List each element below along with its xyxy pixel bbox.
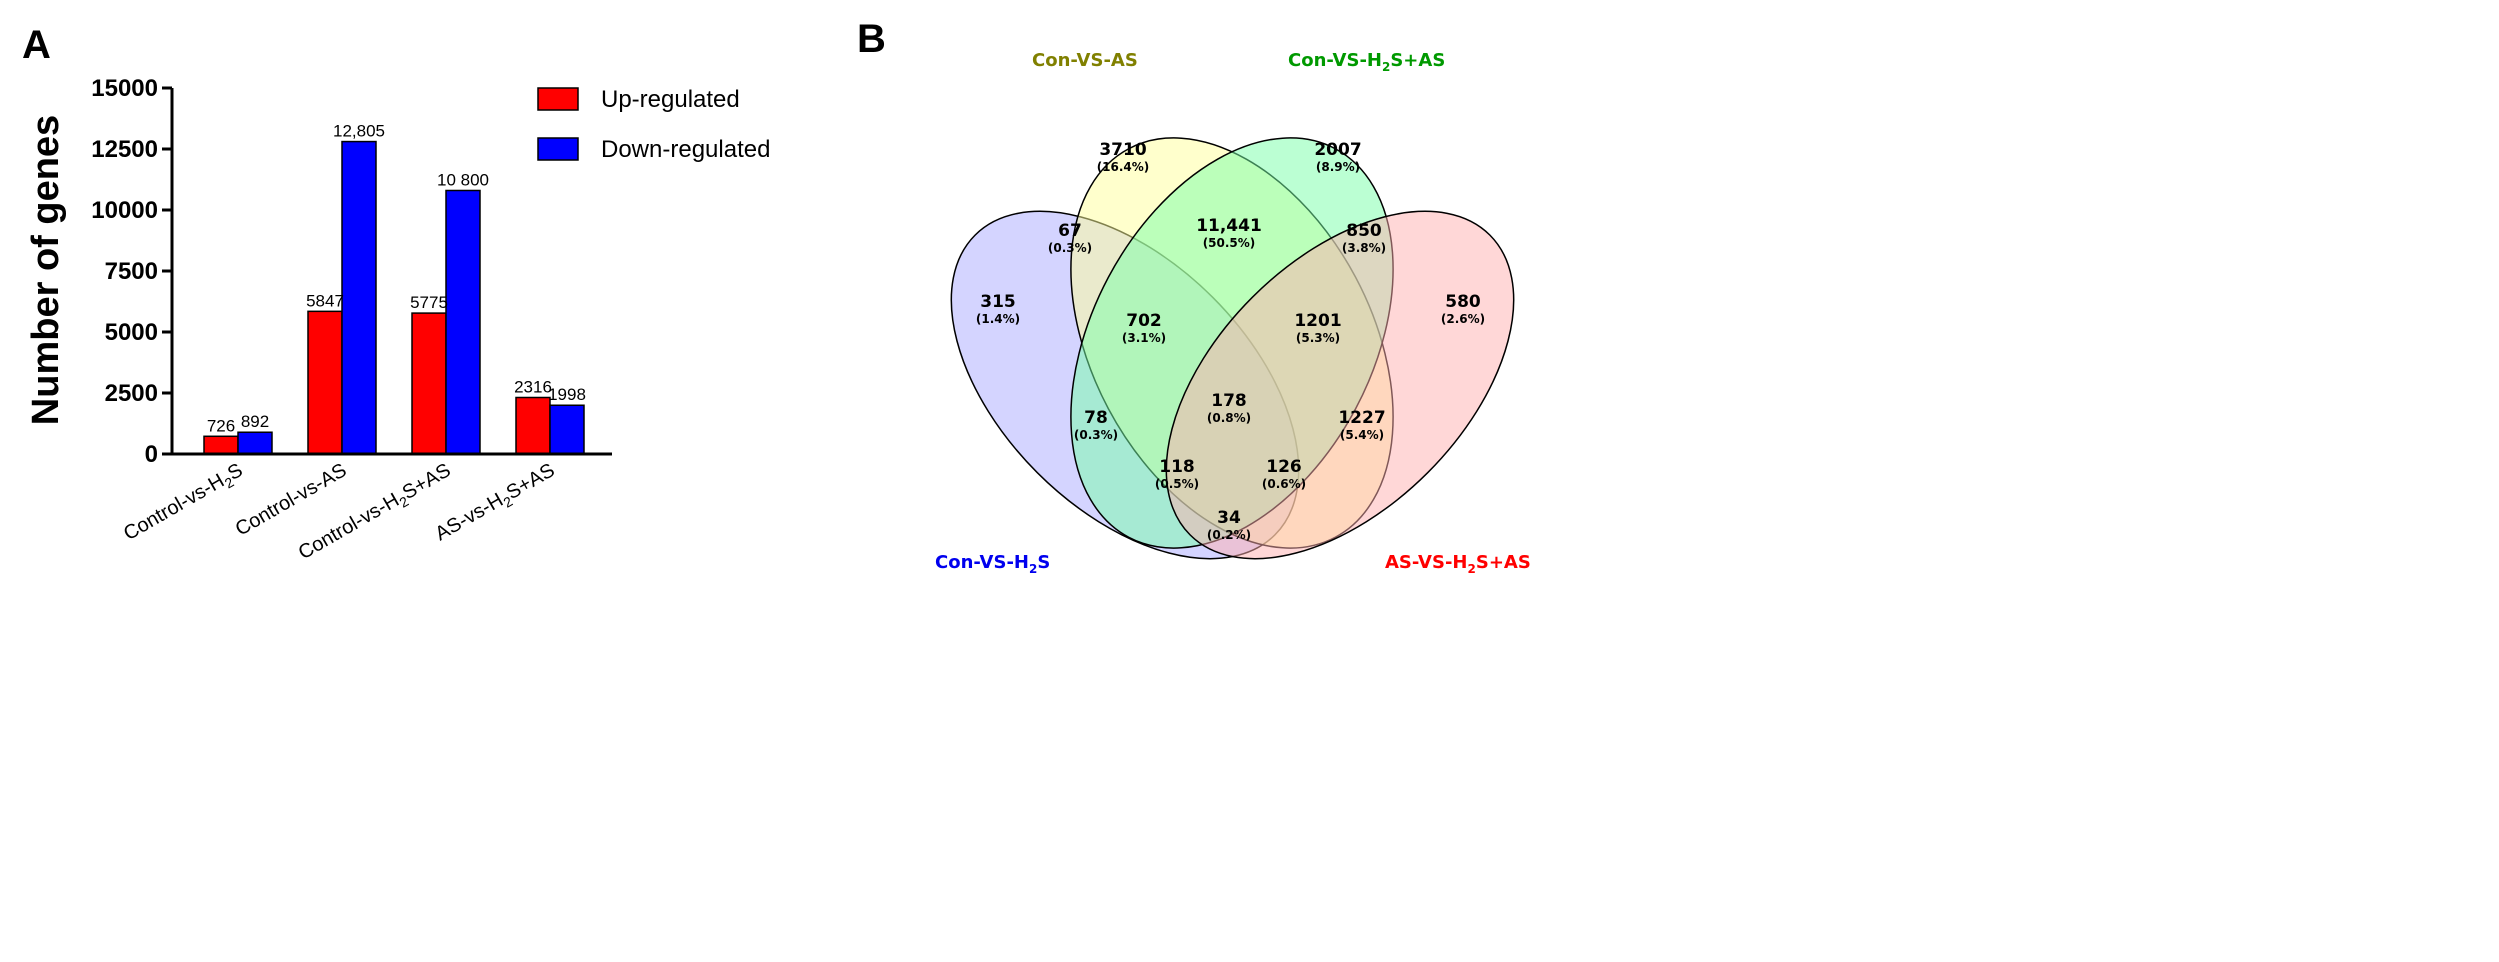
venn-region-count: 67 bbox=[1058, 221, 1082, 241]
bar-down bbox=[341, 140, 377, 455]
venn-region-percent: (8.9%) bbox=[1316, 160, 1360, 174]
y-tick-label: 2500 bbox=[105, 380, 158, 407]
venn-region-percent: (0.3%) bbox=[1074, 428, 1118, 442]
bar-up bbox=[203, 435, 239, 455]
bar-down bbox=[237, 431, 273, 455]
bar-value-label: 12,805 bbox=[333, 122, 385, 141]
venn-region-percent: (5.4%) bbox=[1340, 428, 1384, 442]
venn-region-count: 126 bbox=[1266, 457, 1302, 477]
venn-region-percent: (0.6%) bbox=[1262, 477, 1306, 491]
venn-region: 118(0.5%) bbox=[1155, 457, 1199, 491]
bar-down bbox=[445, 189, 481, 455]
venn-region-count: 34 bbox=[1217, 508, 1241, 528]
venn-region: 11,441(50.5%) bbox=[1196, 216, 1262, 250]
bar-value-label: 726 bbox=[207, 416, 235, 435]
venn-region-count: 11,441 bbox=[1196, 216, 1262, 236]
legend-swatch-down bbox=[537, 137, 579, 161]
venn-region-percent: (2.6%) bbox=[1441, 312, 1485, 326]
venn-region-count: 178 bbox=[1211, 391, 1247, 411]
panel-a-letter: A bbox=[22, 23, 51, 67]
venn-set-label-1: Con-VS-H2S bbox=[935, 552, 1050, 576]
venn-region-labels: 315(1.4%) 3710(16.4%) 2007(8.9%) 580(2.6%) 6… bbox=[976, 140, 1485, 542]
venn-set-label-3: Con-VS-H2S+AS bbox=[1288, 50, 1445, 74]
venn-region: 850(3.8%) bbox=[1342, 221, 1386, 255]
venn-set-label-4: AS-VS-H2S+AS bbox=[1385, 552, 1531, 576]
venn-region-count: 78 bbox=[1084, 408, 1108, 428]
bar-value-label: 5847 bbox=[306, 291, 344, 310]
panel-b-letter: B bbox=[857, 17, 886, 61]
legend-item-up: Up-regulated bbox=[537, 86, 740, 113]
venn-region: 1201(5.3%) bbox=[1294, 311, 1341, 345]
venn-region-count: 1227 bbox=[1338, 408, 1385, 428]
venn-region: 1227(5.4%) bbox=[1338, 408, 1385, 442]
bar-value-label: 10 800 bbox=[437, 170, 489, 189]
venn-region-percent: (50.5%) bbox=[1203, 236, 1256, 250]
venn-region-percent: (0.5%) bbox=[1155, 477, 1199, 491]
legend-item-down: Down-regulated bbox=[537, 136, 770, 163]
bar-up bbox=[307, 310, 343, 455]
bar-up bbox=[411, 312, 447, 455]
panel-a: A Number of genes 0 2500 5000 7500 10000 1250… bbox=[22, 23, 770, 564]
venn-region: 3710(16.4%) bbox=[1097, 140, 1150, 174]
y-tick-label: 0 bbox=[145, 441, 158, 468]
venn-region-count: 315 bbox=[980, 292, 1016, 312]
venn-region-count: 3710 bbox=[1099, 140, 1146, 160]
bar-up bbox=[515, 396, 551, 455]
legend-label-down: Down-regulated bbox=[601, 136, 770, 163]
venn-region-count: 702 bbox=[1126, 311, 1162, 331]
venn-region-percent: (3.1%) bbox=[1122, 331, 1166, 345]
venn-region-percent: (0.3%) bbox=[1048, 241, 1092, 255]
venn-region-count: 118 bbox=[1159, 457, 1195, 477]
venn-ellipses bbox=[950, 137, 1515, 560]
venn-region-percent: (0.8%) bbox=[1207, 411, 1251, 425]
bar-value-label: 5775 bbox=[410, 293, 448, 312]
venn-set-label-2: Con-VS-AS bbox=[1032, 50, 1138, 71]
venn-region: 2007(8.9%) bbox=[1314, 140, 1361, 174]
bar-value-label: 892 bbox=[241, 412, 269, 431]
y-tick-label: 7500 bbox=[105, 258, 158, 285]
venn-region: 178(0.8%) bbox=[1207, 391, 1251, 425]
venn-region-count: 850 bbox=[1346, 221, 1382, 241]
venn-region-percent: (3.8%) bbox=[1342, 241, 1386, 255]
venn-region-count: 1201 bbox=[1294, 311, 1341, 331]
legend: Up-regulated Down-regulated bbox=[537, 86, 770, 163]
y-tick-label: 12500 bbox=[91, 136, 158, 163]
y-tick-label: 5000 bbox=[105, 319, 158, 346]
venn-region: 126(0.6%) bbox=[1262, 457, 1306, 491]
x-axis-category-labels: Control-vs-H2SControl-vs-ASControl-vs-H2… bbox=[120, 459, 559, 564]
venn-region-count: 580 bbox=[1445, 292, 1481, 312]
venn-region-percent: (1.4%) bbox=[976, 312, 1020, 326]
venn-region: 580(2.6%) bbox=[1441, 292, 1485, 326]
venn-region: 702(3.1%) bbox=[1122, 311, 1166, 345]
venn-region: 67(0.3%) bbox=[1048, 221, 1092, 255]
venn-ellipse-4 bbox=[1165, 210, 1515, 560]
venn-region-percent: (0.2%) bbox=[1207, 528, 1251, 542]
venn-set-labels: Con-VS-H2S Con-VS-AS Con-VS-H2S+AS AS-VS-H2… bbox=[935, 50, 1531, 576]
bar-value-label: 2316 bbox=[514, 377, 552, 396]
figure: A Number of genes 0 2500 5000 7500 10000 1250… bbox=[22, 17, 1531, 576]
legend-swatch-up bbox=[537, 87, 579, 111]
venn-region-percent: (16.4%) bbox=[1097, 160, 1150, 174]
y-axis-title: Number of genes bbox=[25, 115, 67, 425]
bar-value-label: 1998 bbox=[548, 385, 586, 404]
venn-region: 315(1.4%) bbox=[976, 292, 1020, 326]
legend-label-up: Up-regulated bbox=[601, 86, 740, 113]
venn-region: 34(0.2%) bbox=[1207, 508, 1251, 542]
bar-series bbox=[203, 140, 585, 455]
y-tick-label: 10000 bbox=[91, 197, 158, 224]
panel-b: B Con-VS-H2S Con-VS-AS Con-VS-H2S+AS AS-VS-… bbox=[857, 17, 1531, 576]
venn-region-percent: (5.3%) bbox=[1296, 331, 1340, 345]
venn-region: 78(0.3%) bbox=[1074, 408, 1118, 442]
x-category-label: Control-vs-H2S bbox=[120, 459, 248, 547]
y-tick-label: 15000 bbox=[91, 75, 158, 102]
y-axis-ticks: 0 2500 5000 7500 10000 12500 15000 bbox=[91, 75, 172, 468]
venn-region-count: 2007 bbox=[1314, 140, 1361, 160]
bar-down bbox=[549, 404, 585, 455]
